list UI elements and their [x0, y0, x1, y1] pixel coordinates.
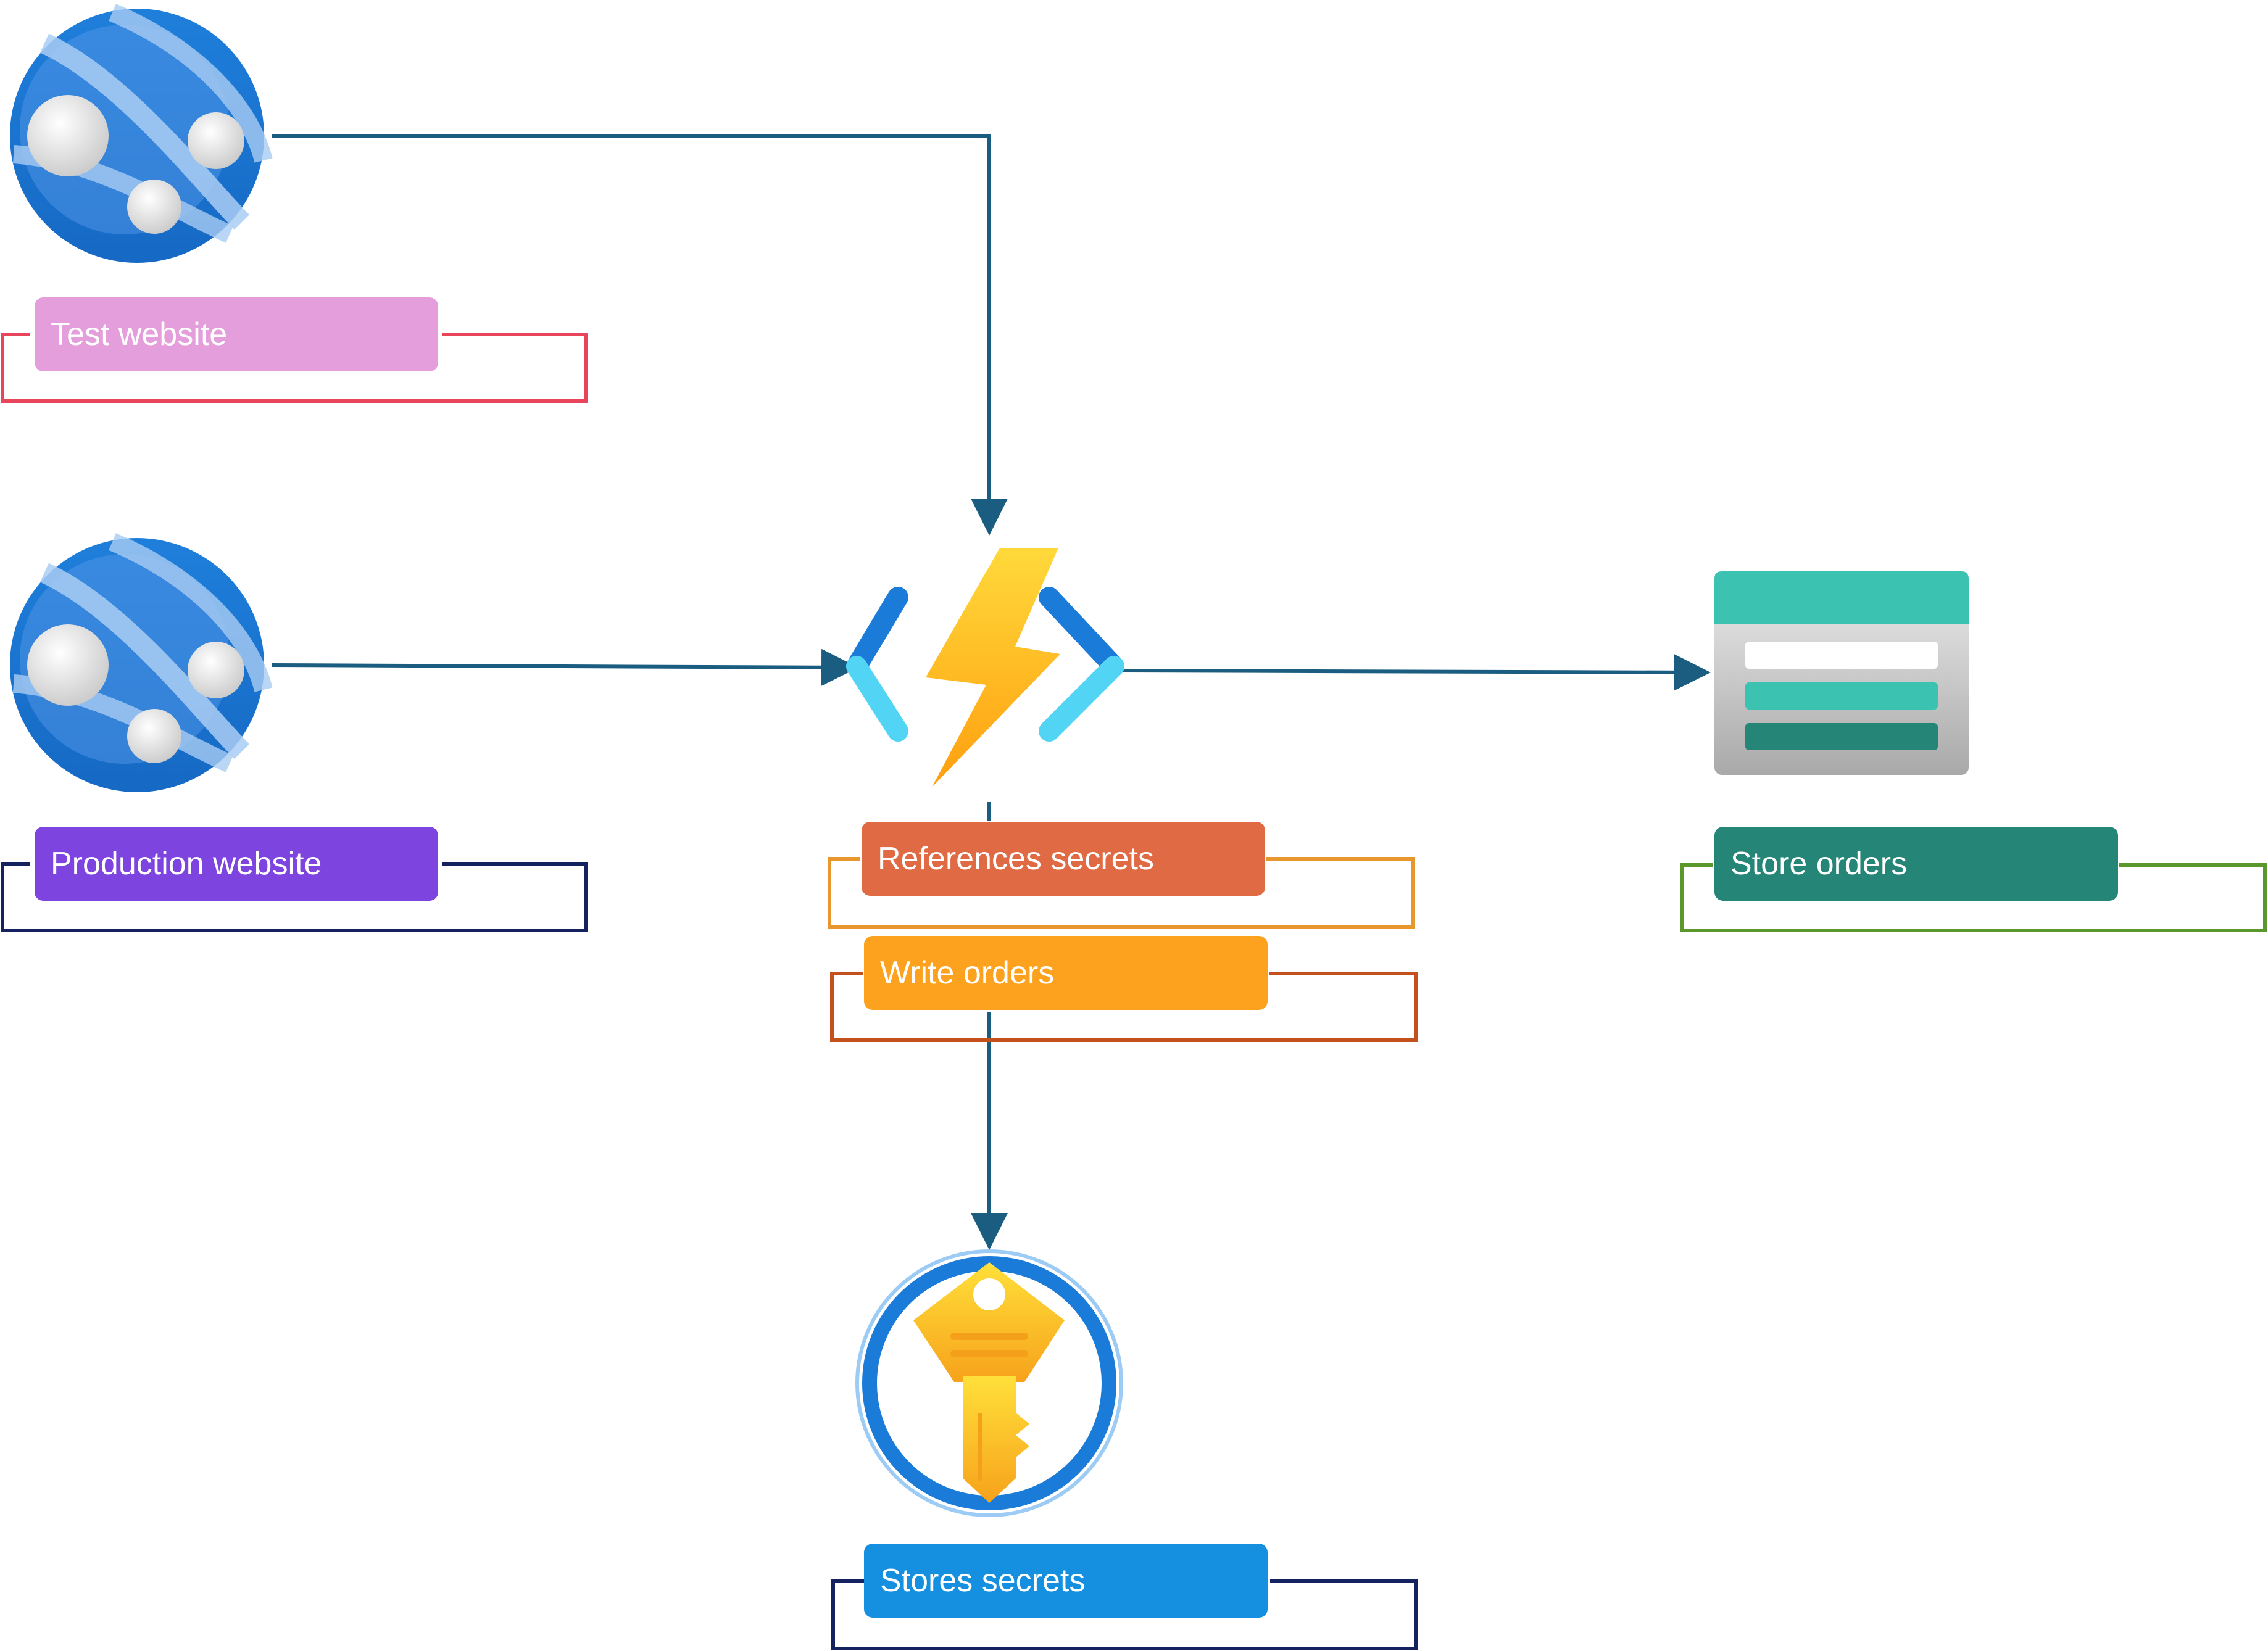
test-website-node: [1, 9, 588, 403]
production-website-label: Production website: [35, 827, 438, 901]
production-website-bracket: [1, 862, 588, 932]
references-secrets-bracket: [828, 857, 1415, 929]
stores-secrets-label: Stores secrets: [864, 1544, 1268, 1618]
edge-test-to-function: [272, 134, 1008, 536]
storage-node: [1680, 571, 2267, 932]
key-vault-icon: [855, 1249, 1123, 1517]
write-orders-bracket: [830, 972, 1418, 1042]
key-vault-node: [831, 1249, 1418, 1650]
references-secrets-label: References secrets: [862, 822, 1265, 896]
storage-table-icon: [1714, 571, 1969, 775]
edge-function-to-storage: [1123, 653, 1711, 691]
edge-production-to-function: [271, 648, 858, 686]
web-app-icon: [10, 9, 264, 263]
function-app-node: [828, 548, 1418, 1042]
function-app-icon: [846, 548, 1124, 787]
test-website-label: Test website: [35, 297, 438, 371]
store-orders-bracket: [1680, 863, 2267, 932]
test-website-bracket: [1, 333, 588, 403]
web-app-icon: [10, 538, 264, 792]
production-website-node: [1, 538, 588, 932]
stores-secrets-bracket: [831, 1579, 1418, 1650]
write-orders-label: Write orders: [864, 936, 1268, 1010]
store-orders-label: Store orders: [1714, 827, 2118, 901]
